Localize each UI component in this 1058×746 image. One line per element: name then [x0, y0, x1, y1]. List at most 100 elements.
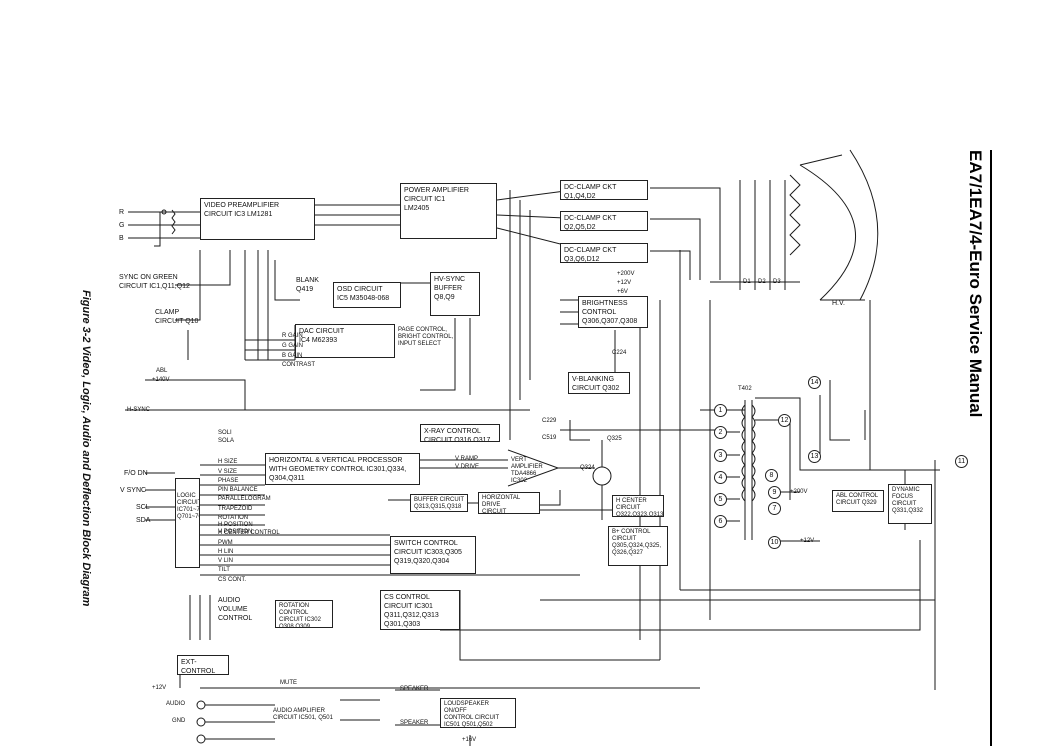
hv-label: H.V.: [832, 300, 845, 307]
q325-label: Q325: [607, 436, 622, 442]
sda-label: SDA: [136, 517, 151, 524]
parallelogram-label: PARALLELOGRAM: [218, 496, 271, 502]
clamp-block: CLAMP CIRCUIT Q10: [155, 309, 199, 325]
switch-control-block: SWITCH CONTROL CIRCUIT IC303,Q305 Q319,Q…: [390, 536, 476, 574]
mute-label: MUTE: [280, 680, 297, 686]
node-5: 5: [714, 493, 727, 506]
power-amp-block: POWER AMPLIFIER CIRCUIT IC1 LM2405: [400, 183, 497, 239]
node-8: 8: [765, 469, 778, 482]
sola-label: SOLA: [218, 438, 235, 444]
plus140v-label: +140V: [152, 377, 170, 383]
plus12v-b-label: +12V: [800, 538, 815, 544]
v-sync-label: V SYNC: [120, 487, 147, 494]
d2-label: D2: [758, 279, 766, 285]
plus12v-c-label: +12V: [152, 685, 167, 691]
speaker-b-label: SPEAKER: [400, 720, 429, 726]
v-ramp-label: V RAMP: [455, 456, 479, 462]
node-13: 13: [808, 450, 821, 463]
logic-block: LOGIC CIRCUIT IC701~702 Q701~703: [175, 478, 200, 568]
c519-label: C519: [542, 435, 557, 441]
plus200v-b-label: +200V: [790, 489, 808, 495]
manual-title: EA7/1EA7/4-Euro Service Manual: [966, 150, 985, 418]
cs-cont-label: CS CONT.: [218, 577, 247, 583]
figure-caption: Figure 3-2 Video, Logic, Audio and Defle…: [80, 290, 92, 607]
pwm-label: PWM: [218, 540, 233, 546]
tilt-label: TILT: [218, 567, 230, 573]
dac-notes: PAGE CONTROL, BRIGHT CONTROL, INPUT SELE…: [398, 327, 454, 347]
v-blanking-block: V-BLANKING CIRCUIT Q302: [568, 372, 630, 394]
video-preamp-block: VIDEO PREAMPLIFIER CIRCUIT IC3 LM1281: [200, 198, 315, 240]
node-11: 11: [955, 455, 968, 468]
hv-processor-block: HORIZONTAL & VERTICAL PROCESSOR WITH GEO…: [265, 453, 420, 485]
sync-on-green-block: SYNC ON GREEN CIRCUIT IC1,Q11,Q12: [119, 274, 190, 290]
blank-block: BLANK Q419: [296, 277, 319, 293]
c224-label: C224: [612, 350, 627, 356]
rgain-label: R GAIN: [282, 333, 303, 339]
abl-label: ABL: [156, 368, 168, 374]
node-6: 6: [714, 515, 727, 528]
node-12: 12: [778, 414, 791, 427]
abl-control-block: ABL CONTROL CIRCUIT Q329: [832, 490, 884, 512]
osd-block: OSD CIRCUIT IC5 M35048-068: [333, 282, 401, 308]
plus16v-label: +16V: [462, 737, 477, 743]
node-14: 14: [808, 376, 821, 389]
t402-label: T402: [738, 386, 752, 392]
c229-label: C229: [542, 418, 557, 424]
node-7: 7: [768, 502, 781, 515]
plus6v-label: +6V: [617, 289, 628, 295]
xray-control-block: X-RAY CONTROL CIRCUIT Q316,Q317: [420, 424, 500, 442]
audio-in-label: AUDIO: [166, 701, 186, 707]
audio-volume-block: AUDIO VOLUME CONTROL: [218, 597, 253, 622]
scl-label: SCL: [136, 504, 150, 511]
cs-control-block: CS CONTROL CIRCUIT IC301 Q311,Q312,Q313 …: [380, 590, 460, 630]
node-4: 4: [714, 471, 727, 484]
gnd-label: GND: [172, 718, 186, 724]
plus200v-label: +200V: [617, 271, 635, 277]
side-title-bar: [990, 150, 992, 746]
hsync-label: H-SYNC: [127, 407, 151, 413]
input-r-label: R: [119, 209, 125, 216]
dc-clamp-1-block: DC-CLAMP CKT Q1,Q4,D2: [560, 180, 648, 200]
h-lin-label: H LIN: [218, 549, 234, 555]
v-size-label: V SIZE: [218, 469, 238, 475]
speaker-label: SPEAKER: [400, 686, 429, 692]
rotation-label: ROTATION: [218, 515, 249, 521]
input-g-label: G: [119, 222, 125, 229]
node-10: 10: [768, 536, 781, 549]
vert-amp-block: VERT AMPLIFIER TDA4866 IC302: [511, 457, 543, 484]
trapezoid-label: TRAPEZOID: [218, 506, 253, 512]
dynamic-focus-block: DYNAMIC FOCUS CIRCUIT Q331,Q332: [888, 484, 932, 524]
input-b-label: B: [119, 235, 124, 242]
soli-label: SOLI: [218, 430, 232, 436]
node-9: 9: [768, 486, 781, 499]
v-lin-label: V LIN: [218, 558, 234, 564]
audio-amp-block: AUDIO AMPLIFIER CIRCUIT IC501, Q501: [273, 708, 333, 721]
dc-clamp-2-block: DC-CLAMP CKT Q2,Q5,D2: [560, 211, 648, 231]
node-1: 1: [714, 404, 727, 417]
h-position-label: H POSITION: [218, 522, 253, 528]
node-3: 3: [714, 449, 727, 462]
b-plus-control-block: B+ CONTROL CIRCUIT Q305,Q324,Q325, Q326,…: [608, 526, 668, 566]
phase-label: PHASE: [218, 478, 239, 484]
h-size-label: H SIZE: [218, 459, 238, 465]
h-drive-block: HORIZONTAL DRIVE CIRCUIT Q319,Q303 Q310: [478, 492, 540, 514]
h-center-control-label: H CENTER CONTROL: [218, 530, 280, 536]
pin-balance-label: PIN BALANCE: [218, 487, 258, 493]
h-center-block: H CENTER CIRCUIT Q322,Q323,Q313: [612, 495, 664, 517]
d1-label: D1: [743, 279, 751, 285]
front-panel-block: EXT-CONTROL PANEL: [177, 655, 229, 675]
d3-label: D3: [773, 279, 781, 285]
dc-clamp-3-block: DC-CLAMP CKT Q3,Q6,D12: [560, 243, 648, 263]
plus12v-label: +12V: [617, 280, 632, 286]
buffer-block: BUFFER CIRCUIT Q313,Q315,Q318: [410, 494, 468, 512]
dac-block: DAC CIRCUIT IC4 M62393: [295, 324, 395, 358]
loudspeaker-control-block: LOUDSPEAKER ON/OFF CONTROL CIRCUIT IC501…: [440, 698, 516, 728]
q324-label: Q324: [580, 465, 595, 471]
fo-dn-label: F/O DN: [124, 470, 148, 477]
contrast-label: CONTRAST: [282, 362, 315, 368]
rotation-control-block: ROTATION CONTROL CIRCUIT IC302 Q308,Q309: [275, 600, 333, 628]
node-2: 2: [714, 426, 727, 439]
hv-sync-buffer-block: HV-SYNC BUFFER Q8,Q9: [430, 272, 480, 316]
